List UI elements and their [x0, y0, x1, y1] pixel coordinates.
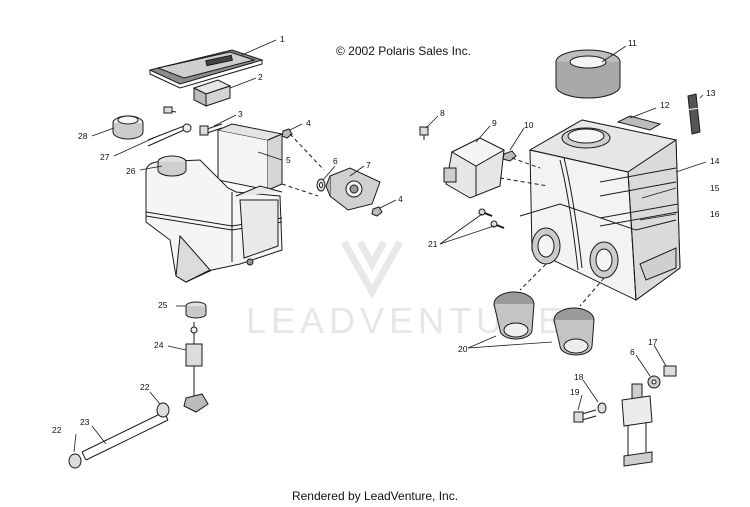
callout-13: 13	[706, 88, 716, 98]
part-airbox	[519, 115, 681, 301]
callout-26: 26	[126, 166, 136, 176]
part-screws-21	[478, 208, 505, 229]
callout-2: 2	[258, 72, 263, 82]
footer-credit: Rendered by LeadVenture, Inc.	[291, 489, 459, 503]
callout-22b: 22	[140, 382, 150, 392]
part-sender	[183, 322, 209, 413]
callout-19: 19	[570, 387, 580, 397]
callout-3: 3	[238, 109, 243, 119]
part-washer-6a	[316, 178, 326, 192]
callout-12: 12	[660, 100, 670, 110]
callout-4b: 4	[398, 194, 403, 204]
part-foam-ring	[555, 49, 621, 99]
part-filler-cap	[112, 115, 144, 140]
part-washer-18	[597, 402, 607, 414]
part-washer-6b	[647, 375, 661, 389]
part-clip	[685, 93, 701, 135]
callout-23: 23	[80, 417, 90, 427]
part-tether	[147, 106, 192, 147]
callout-28: 28	[78, 131, 88, 141]
part-nut-4b	[371, 206, 383, 217]
callout-5: 5	[286, 155, 291, 165]
callout-15: 15	[710, 183, 720, 193]
part-boot-20b	[553, 307, 595, 356]
watermark-logo	[340, 240, 404, 300]
part-clamp-22a	[156, 402, 170, 418]
callout-17: 17	[648, 337, 658, 347]
part-grommet	[185, 301, 207, 319]
callout-25: 25	[158, 300, 168, 310]
callout-14: 14	[710, 156, 720, 166]
part-lid	[148, 49, 264, 89]
callout-21: 21	[428, 239, 438, 249]
callout-6a: 6	[333, 156, 338, 166]
callout-6b: 6	[630, 347, 635, 357]
callout-7: 7	[366, 160, 371, 170]
part-nut-10	[502, 150, 517, 162]
callout-27: 27	[100, 152, 110, 162]
callout-4a: 4	[306, 118, 311, 128]
part-clamp-22b	[68, 453, 82, 469]
callout-labels: 1 2 3 4 4 5 6 6 7 8 9 10 11 12 13 14 15 …	[52, 34, 720, 435]
part-bolt-17	[663, 365, 677, 377]
part-hose	[81, 411, 169, 461]
part-bolt-19	[573, 409, 597, 423]
leader-dashes-left	[281, 133, 325, 197]
copyright-text: © 2002 Polaris Sales Inc.	[336, 44, 471, 58]
part-pad	[192, 79, 232, 107]
callout-11: 11	[628, 38, 637, 48]
callout-9: 9	[492, 118, 497, 128]
part-nut-4a	[281, 128, 293, 139]
part-oil-tank	[145, 123, 284, 283]
callout-8: 8	[440, 108, 445, 118]
part-bolt-3	[199, 123, 223, 136]
part-bolt-8	[419, 126, 429, 140]
callout-20: 20	[458, 344, 468, 354]
callout-10: 10	[524, 120, 534, 130]
part-module	[443, 137, 506, 199]
callout-16: 16	[710, 209, 720, 219]
callout-22a: 22	[52, 425, 62, 435]
callout-leaders	[73, 39, 707, 453]
callout-1: 1	[280, 34, 285, 44]
leader-dashes-right	[499, 157, 605, 307]
part-bracket-bottom	[621, 383, 653, 467]
callout-24: 24	[154, 340, 164, 350]
part-boot-20a	[493, 291, 535, 340]
part-pump	[325, 167, 381, 211]
callout-18: 18	[574, 372, 584, 382]
